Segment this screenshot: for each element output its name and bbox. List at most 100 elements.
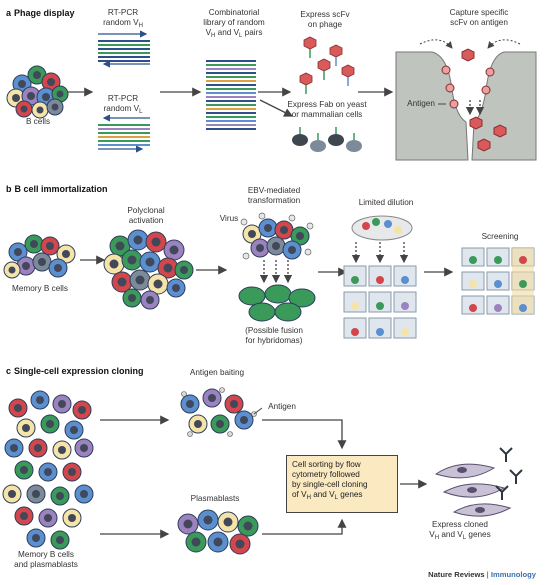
combinatorial-library-stripes [206,60,256,130]
rtpcr-vh-line1: RT-PCR [107,8,139,17]
polyclonal-activation-cluster [103,229,194,310]
express-line2-sub2: L [462,534,467,541]
capture-line1: Capture specific [449,8,509,17]
rtpcr-vh-sub: H [138,22,143,29]
memory-b-cell-cluster [3,234,76,279]
rtpcr-vl-label: RT-PCR random VL [92,94,154,115]
panel-b-graphics [3,212,535,339]
express-scfv-line2: on phage [307,19,343,29]
panel-c-graphics [2,387,523,555]
panel-c-letter: c [6,366,12,376]
panel-a-title-text: Phage display [14,8,75,18]
box-line4-sub2: L [334,495,338,501]
library-mid: and V [215,27,240,37]
library-sub2: L [239,32,243,39]
vl-gene-stripes [98,114,150,153]
journal-credit: Nature Reviews | Immunology [428,570,536,579]
antigen-baiting-label: Antigen baiting [189,368,245,377]
b-cells-label: B cells [25,117,51,126]
express-cloned-line1: Express cloned [432,520,488,529]
library-v1: V [205,27,212,37]
rtpcr-vh-label: RT-PCR random VH [92,8,154,29]
screening-wells [461,247,535,315]
express-line2-pre: V [429,529,435,539]
express-line2-sub1: H [434,534,440,541]
capture-label: Capture specific scFv on antigen [436,8,522,28]
combinatorial-library-label: Combinatorial library of random VH and V… [194,8,274,39]
rtpcr-vl-line2: random VL [92,103,154,115]
library-line3: VH and VL pairs [194,27,274,39]
memory-line1: Memory B cells [18,550,74,559]
rtpcr-vl-sub: L [139,108,143,115]
box-line4-pre: of V [292,490,307,499]
express-fab-line2: or mammalian cells [291,109,363,119]
panel-b-title-text: B cell immortalization [14,184,108,194]
ebv-line1: EBV-mediated [247,186,301,195]
library-line2: library of random [203,17,265,27]
box-line4-mid: and V [310,490,335,499]
library-sub1: H [211,32,216,39]
expressing-cells [434,447,523,517]
vh-gene-stripes [98,30,150,68]
plasmablasts-label: Plasmablasts [190,494,240,503]
credit-subject: Immunology [490,570,536,579]
polyclonal-line2: activation [128,215,164,225]
panel-c-title-text: Single-cell expression cloning [14,366,144,376]
box-line2: cytometry followed [292,470,360,479]
screening-label: Screening [481,232,519,241]
memory-b-cells-and-plasmablasts [2,390,94,550]
express-cloned-line2: VH and VL genes [420,529,500,541]
fusion-label: (Possible fusion for hybridomas) [234,326,314,346]
antigen-baiting-cells [180,387,263,437]
box-line4: of VH and VL genes [292,490,392,501]
panel-b-letter: b [6,184,12,194]
cell-sorting-box: Cell sorting by flow cytometry followed … [286,455,398,513]
credit-journal: Nature Reviews [428,570,485,579]
limited-dilution-wells [343,215,417,339]
express-line2-end: genes [466,529,491,539]
express-fab-label: Express Fab on yeast or mammalian cells [282,100,372,120]
rtpcr-vh-line2: random VH [92,17,154,29]
polyclonal-activation-label: Polyclonal activation [112,206,180,226]
express-fab-line1: Express Fab on yeast [287,100,367,109]
box-line4-sub1: H [306,495,311,501]
antigen-capture-well [395,39,537,161]
polyclonal-line1: Polyclonal [127,206,165,215]
express-scfv-label: Express scFv on phage [292,10,358,30]
antigen-label-c: Antigen [268,402,296,411]
limited-dilution-label: Limited dilution [358,198,414,207]
express-cloned-label: Express cloned VH and VL genes [420,520,500,541]
memory-line2: and plasmablasts [14,559,78,569]
fusion-line1: (Possible fusion [245,326,303,335]
ebv-transformation-cluster [238,212,316,322]
memory-b-cells-label: Memory B cells [12,284,68,293]
b-cell-cluster [6,65,69,119]
rtpcr-vl-line1: RT-PCR [107,94,139,103]
library-line1: Combinatorial [208,8,260,17]
plasmablast-cells [177,509,259,555]
antigen-label-a: Antigen [407,99,435,108]
express-line2-mid: and V [439,529,463,539]
memory-plasmablasts-label: Memory B cells and plasmablasts [4,550,88,570]
box-line1: Cell sorting by flow [292,460,361,469]
panel-a-graphics [6,30,537,161]
display-cells [292,127,362,152]
box-line4-end: genes [337,490,363,499]
virus-label: Virus [219,214,239,223]
phage-particles [299,36,355,94]
express-scfv-line1: Express scFv [300,10,350,19]
library-end: pairs [242,27,263,37]
panel-a-letter: a [6,8,12,18]
fusion-line2: for hybridomas) [245,335,303,345]
ebv-line2: transformation [247,195,301,205]
box-line3: by single-cell cloning [292,480,368,489]
ebv-transformation-label: EBV-mediated transformation [234,186,314,206]
capture-line2: scFv on antigen [450,17,508,27]
credit-separator: | [484,570,491,579]
rtpcr-vh-text: random V [103,17,139,27]
rtpcr-vl-text: random V [103,103,140,113]
